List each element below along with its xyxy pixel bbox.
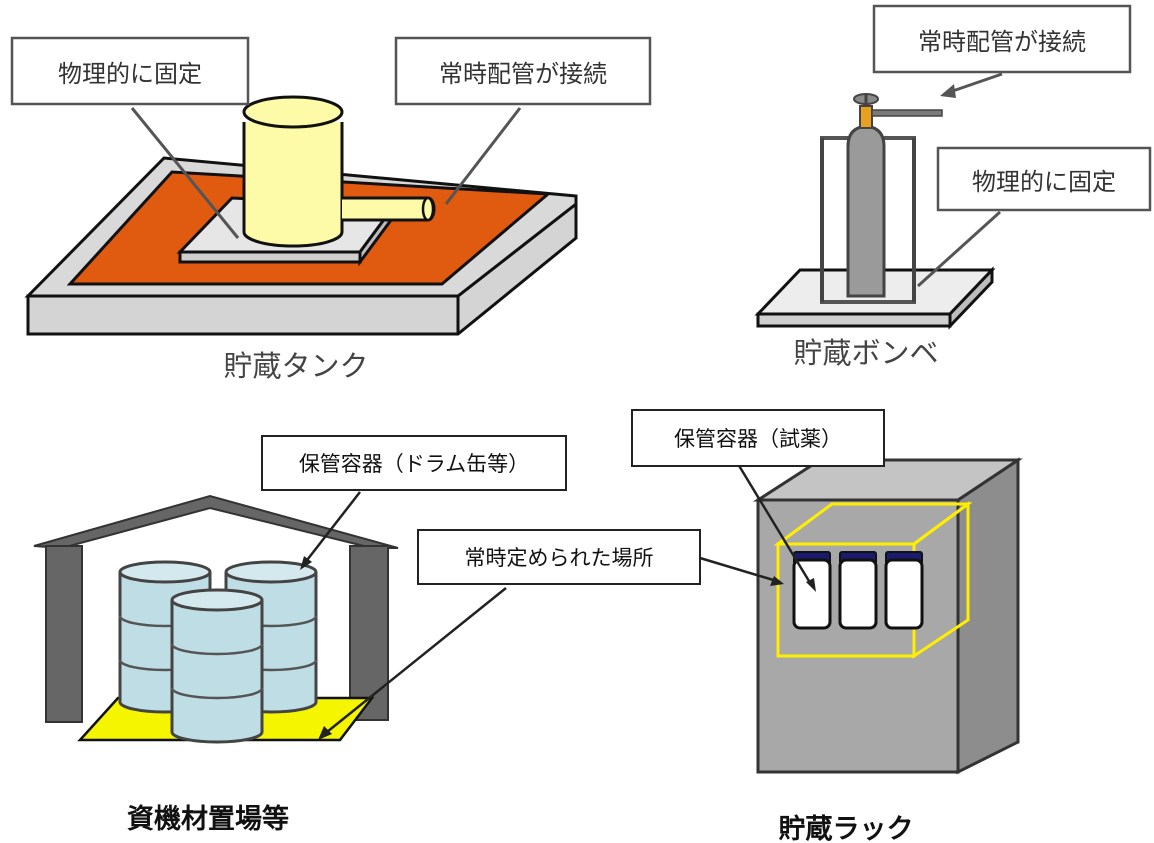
label-fixed: 物理的に固定 (58, 60, 202, 88)
leader-cyl-fixed (916, 210, 1002, 288)
callout-reagent: 保管容器（試薬） (631, 409, 885, 467)
label-drum: 保管容器（ドラム缶等） (299, 452, 529, 476)
label-piping: 常時配管が接続 (439, 60, 607, 88)
callout-cyl-piping: 常時配管が接続 (872, 4, 1132, 74)
callout-drum: 保管容器（ドラム缶等） (261, 435, 567, 491)
shed-roof (33, 494, 399, 550)
leader-drum (303, 491, 361, 565)
yard-panel: 保管容器（ドラム缶等） 常時定められた場所 資機材置場等 (33, 435, 701, 835)
caption-rack: 貯蔵ラック (779, 814, 914, 843)
label-place: 常時定められた場所 (465, 546, 654, 570)
leader-reagent (736, 463, 814, 587)
leader-piping (444, 107, 522, 205)
cylinder-pipe (871, 109, 943, 117)
caption-tank: 貯蔵タンク (223, 349, 368, 383)
leader-place (321, 587, 507, 737)
callout-piping: 常時配管が接続 (394, 36, 652, 106)
gas-cylinder (846, 124, 886, 298)
cylinder-panel: 常時配管が接続 物理的に固定 貯蔵ボンベ (754, 4, 1152, 370)
drum-front (170, 588, 264, 744)
tank-top (242, 95, 344, 129)
label-cyl-piping: 常時配管が接続 (918, 28, 1086, 56)
tank-panel: 物理的に固定 常時配管が接続 貯蔵タンク (10, 36, 652, 383)
caption-cylinder: 貯蔵ボンベ (793, 336, 938, 370)
shed-left-pillar (45, 545, 83, 723)
cabinet-front (756, 498, 960, 774)
shed-right-pillar (349, 545, 389, 721)
callout-cyl-fixed: 物理的に固定 (936, 146, 1152, 212)
callout-place: 常時定められた場所 (417, 529, 701, 585)
tank-cylinder (242, 122, 344, 248)
valve-body (859, 105, 873, 129)
rack-panel: 保管容器（試薬） 貯蔵ラック (631, 409, 1023, 843)
tank-pipe (342, 196, 436, 222)
label-cyl-fixed: 物理的に固定 (972, 168, 1116, 196)
leader-place-rack (699, 556, 781, 584)
label-reagent: 保管容器（試薬） (674, 427, 842, 451)
callout-fixed: 物理的に固定 (10, 36, 250, 106)
leader-fixed (130, 107, 240, 239)
caption-yard: 資機材置場等 (127, 803, 289, 835)
reagent-bottles (792, 551, 924, 630)
